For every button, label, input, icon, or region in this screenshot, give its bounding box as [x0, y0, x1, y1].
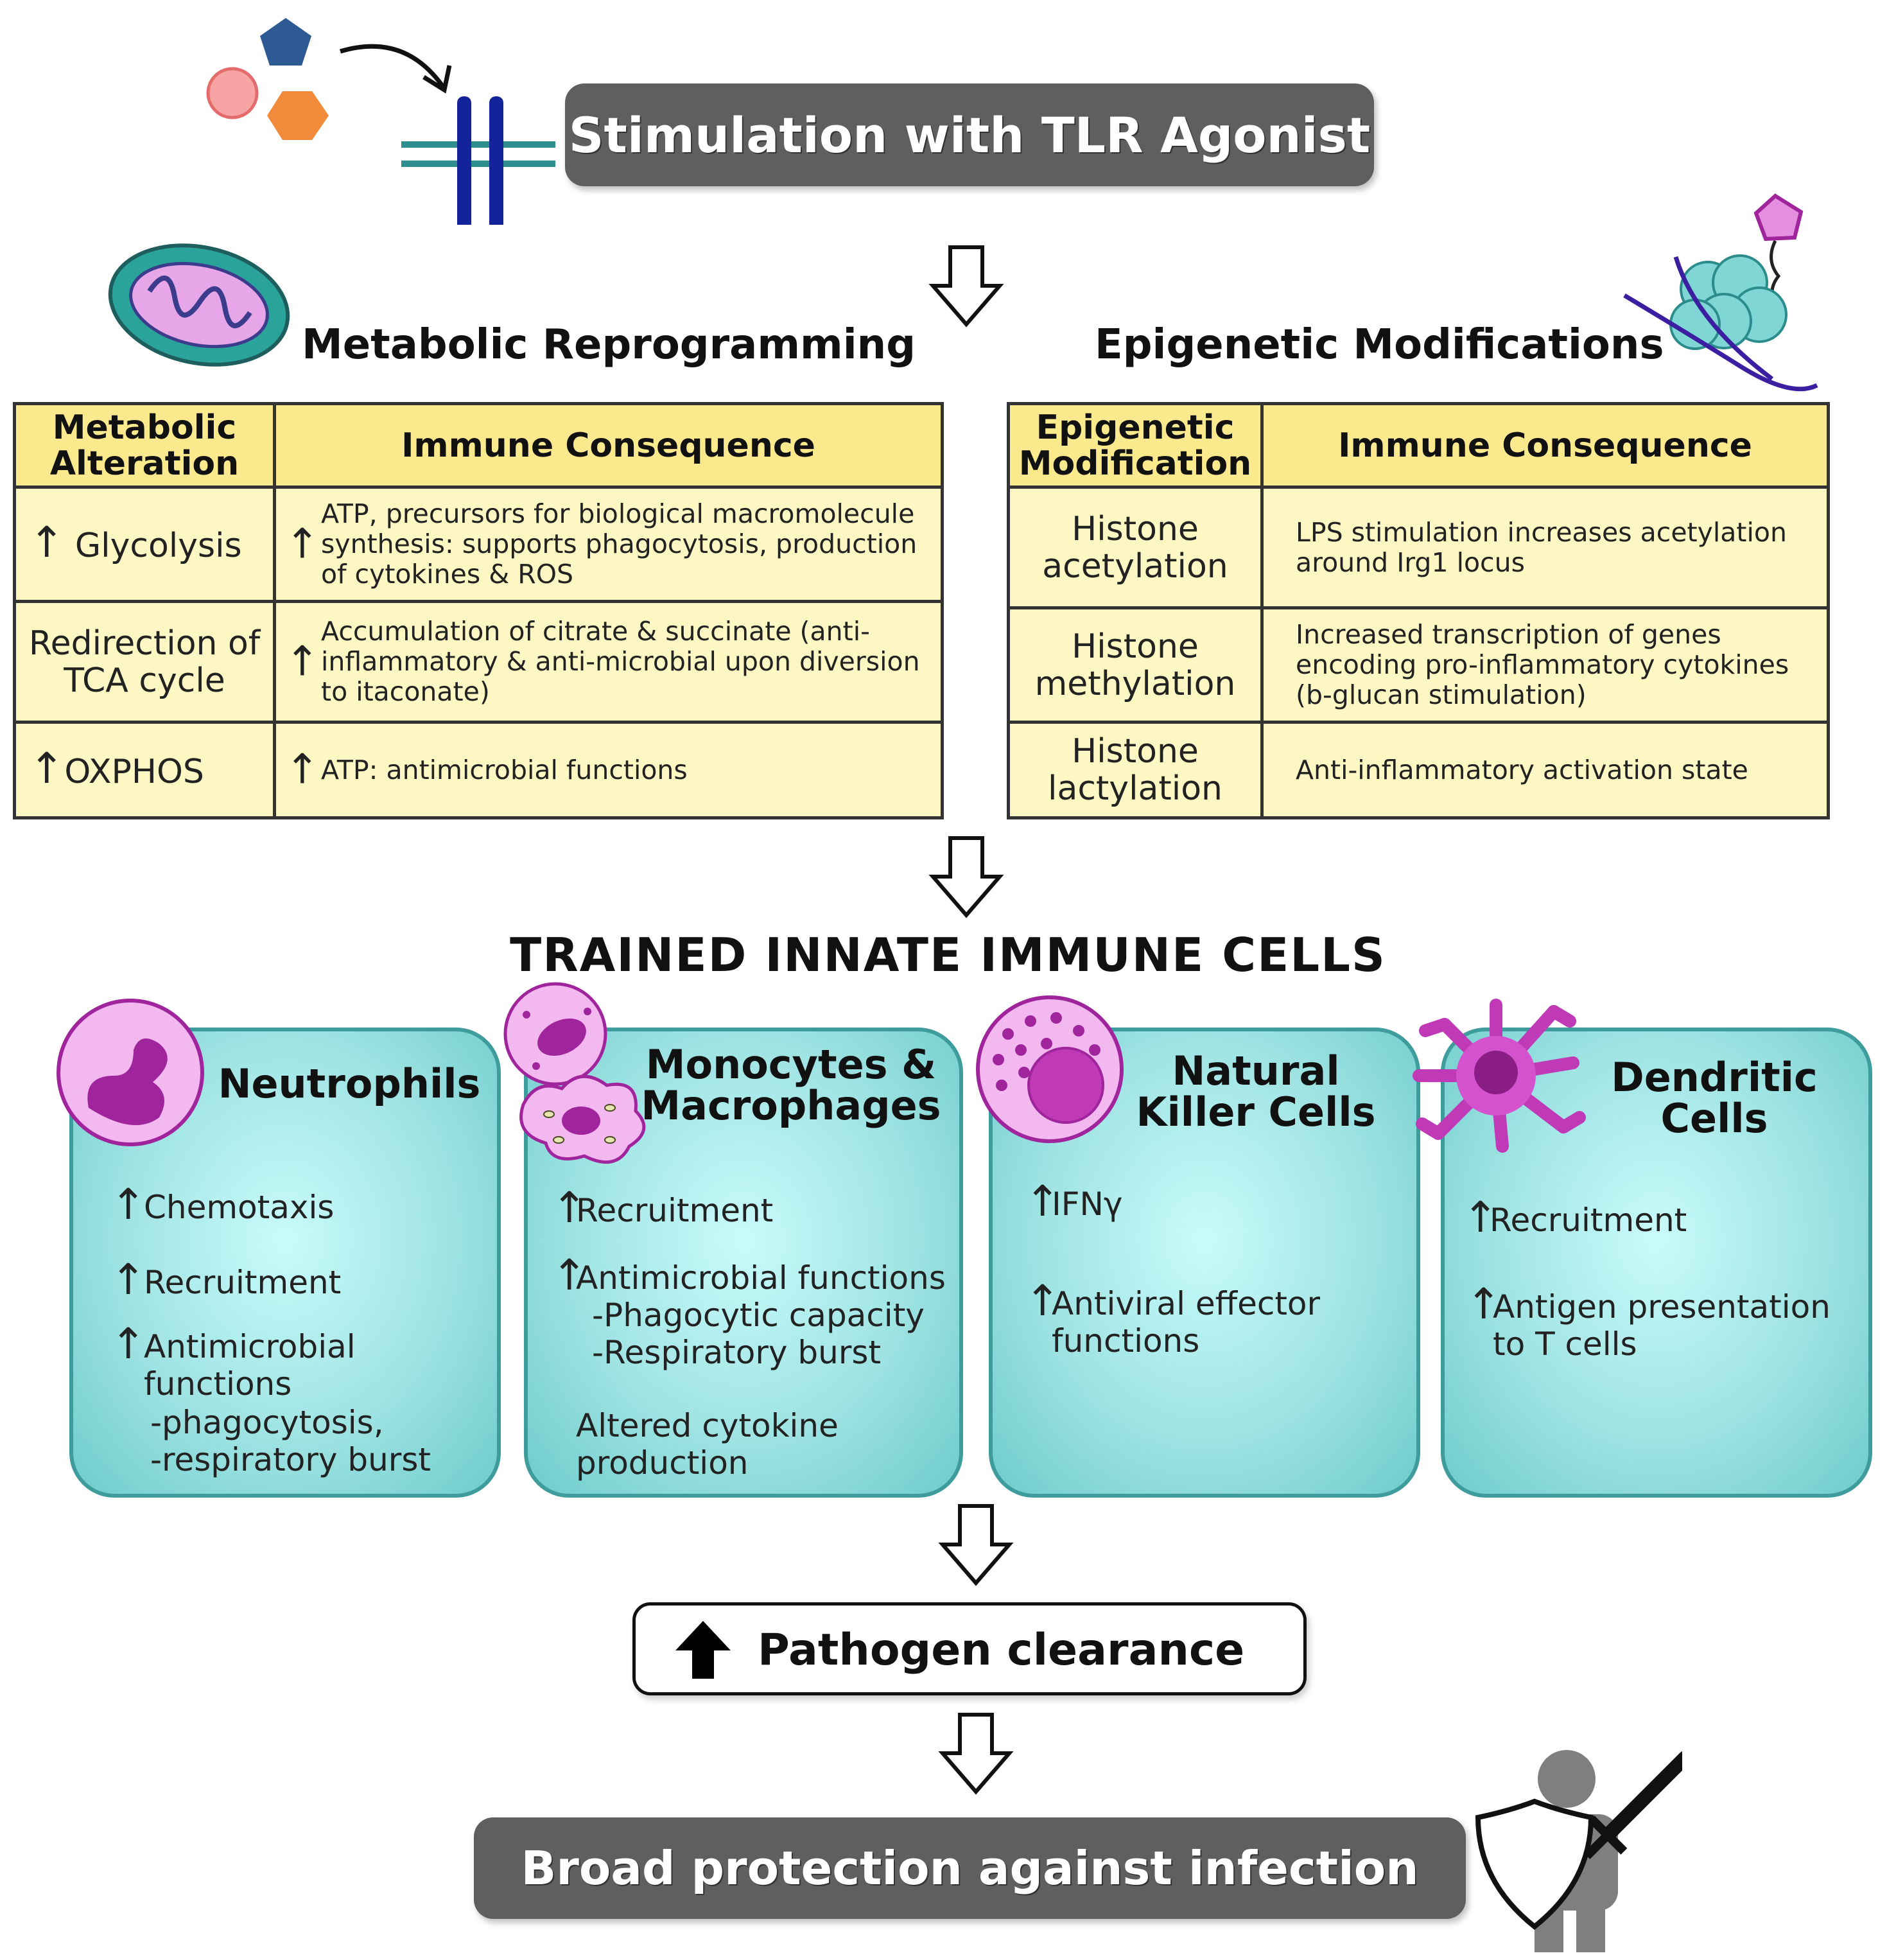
monocyte-macrophage-icon — [503, 982, 646, 1164]
epigenetic-title: Epigenetic Modifications — [1095, 321, 1664, 369]
consequence-text: Accumulation of citrate & succinate (ant… — [321, 616, 920, 707]
table-row: Histone methylation Increased transcript… — [1007, 606, 1830, 724]
list-item: ↑IFNγ — [1025, 1177, 1123, 1226]
consequence-text: Anti-inflammatory activation state — [1260, 721, 1830, 819]
consequence-text: Increased transcription of genes encodin… — [1260, 606, 1830, 724]
up-arrow-icon: ↑ — [285, 638, 320, 685]
dendritic-title-line2: Cells — [1660, 1095, 1768, 1142]
protected-person-icon — [1475, 1743, 1682, 1952]
list-item: ↑Recruitment — [1463, 1193, 1687, 1242]
pathogen-clearance-box: Pathogen clearance — [632, 1602, 1307, 1695]
modification-label: Histone methylation — [1007, 606, 1264, 724]
down-arrow-2 — [928, 836, 1004, 918]
consequence-text: ATP, precursors for biological macromole… — [321, 498, 918, 590]
consequence-text: LPS stimulation increases acetylation ar… — [1260, 486, 1830, 609]
ligand-pentagon-icon — [260, 18, 311, 66]
table-row: Histone lactylation Anti-inflammatory ac… — [1007, 721, 1830, 819]
down-arrow-4 — [938, 1713, 1014, 1795]
alteration-label: OXPHOS — [64, 752, 204, 791]
list-item: ↑Antiviral effector functions — [1025, 1276, 1321, 1360]
neutrophils-title: Neutrophils — [218, 1060, 481, 1107]
metabolic-col-consequence: Immune Consequence — [273, 402, 944, 489]
up-arrow-icon: ↑ — [29, 518, 65, 567]
nk-title-line1: Natural — [1172, 1047, 1340, 1094]
list-item: ↑Recruitment — [110, 1255, 342, 1304]
consequence-text: ATP: antimicrobial functions — [321, 754, 688, 785]
up-arrow-icon: ↑ — [29, 743, 65, 793]
stimulation-title: Stimulation with TLR Agonist — [568, 106, 1371, 164]
dendritic-title: Dendritic Cells — [1573, 1057, 1856, 1139]
metabolic-table: Metabolic Alteration Immune Consequence … — [13, 402, 944, 819]
list-item: ↑Recruitment — [552, 1183, 774, 1232]
neutrophil-icon — [57, 999, 204, 1146]
nk-title-line2: Killer Cells — [1136, 1089, 1376, 1135]
ligand-circle-icon — [206, 67, 259, 119]
pathogen-clearance-label: Pathogen clearance — [758, 1625, 1245, 1676]
sword-icon — [1583, 1743, 1682, 1859]
broad-protection-title: Broad protection against infection — [521, 1841, 1419, 1895]
nk-cell-icon — [976, 995, 1124, 1143]
trained-cells-title: TRAINED INNATE IMMUNE CELLS — [510, 928, 1386, 982]
nucleosome-icon — [1623, 193, 1818, 392]
dendritic-title-line1: Dendritic — [1611, 1054, 1818, 1101]
monocytes-title: Monocytes & Macrophages — [637, 1044, 945, 1126]
receptor-icon — [457, 96, 471, 225]
epigenetic-col-consequence: Immune Consequence — [1260, 402, 1830, 489]
dendritic-cell-icon — [1413, 999, 1586, 1153]
table-row: Histone acetylation LPS stimulation incr… — [1007, 486, 1830, 609]
list-item: -respiratory burst — [150, 1441, 431, 1478]
table-row: Redirection of TCA cycle ↑ Accumulation … — [13, 600, 944, 724]
up-arrow-icon: ↑ — [285, 520, 320, 568]
up-arrow-icon: ↑ — [285, 746, 320, 794]
table-row: ↑ Glycolysis ↑ ATP, precursors for biolo… — [13, 486, 944, 603]
tlr-receptor-illustration — [206, 18, 555, 225]
list-item: -Phagocytic capacity — [592, 1297, 925, 1334]
list-item: ↑Chemotaxis — [110, 1180, 335, 1229]
modification-label: Histone acetylation — [1007, 486, 1264, 609]
monocytes-title-line2: Macrophages — [641, 1082, 941, 1129]
list-item: ↑Antimicrobial functions — [552, 1250, 946, 1300]
monocytes-title-line1: Monocytes & — [645, 1041, 937, 1088]
up-arrow-icon — [675, 1621, 731, 1679]
down-arrow-3 — [938, 1504, 1014, 1586]
stimulation-banner: Stimulation with TLR Agonist — [565, 83, 1374, 186]
alteration-label: Glycolysis — [74, 527, 242, 565]
list-item: ↑Antigen presentation to T cells — [1466, 1279, 1831, 1363]
broad-protection-banner: Broad protection against infection — [474, 1817, 1466, 1919]
binding-arrow-icon — [339, 44, 445, 89]
metabolic-col-alteration: Metabolic Alteration — [13, 402, 276, 489]
modification-pentagon-icon — [1753, 193, 1804, 241]
ligand-hexagon-icon — [267, 91, 329, 140]
modification-label: Histone lactylation — [1007, 721, 1264, 819]
list-item: Altered cytokine production — [576, 1407, 839, 1482]
alteration-label: Redirection of TCA cycle — [13, 600, 276, 724]
nk-title: Natural Killer Cells — [1115, 1051, 1397, 1133]
list-item: ↑Antimicrobial functions — [110, 1319, 356, 1403]
table-row: ↑OXPHOS ↑ ATP: antimicrobial functions — [13, 721, 944, 819]
epigenetic-table: Epigenetic Modification Immune Consequen… — [1007, 402, 1830, 819]
neutrophils-card: Neutrophils ↑Chemotaxis ↑Recruitment ↑An… — [69, 1028, 501, 1498]
epigenetic-col-modification: Epigenetic Modification — [1007, 402, 1264, 489]
down-arrow-1 — [928, 245, 1004, 328]
metabolic-title: Metabolic Reprogramming — [302, 321, 916, 369]
mitochondrion-icon — [108, 243, 290, 367]
list-item: -Respiratory burst — [592, 1334, 882, 1371]
list-item: -phagocytosis, — [150, 1404, 384, 1441]
membrane-icon — [401, 141, 555, 148]
